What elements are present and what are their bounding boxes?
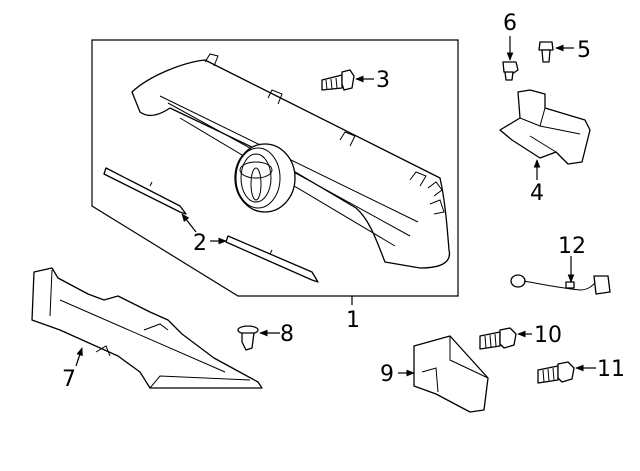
grille-emblem [234,143,296,213]
grille-molding-upper [103,167,187,215]
callout-4: 4 [530,181,544,206]
callout-12: 12 [558,234,586,259]
callout-5: 5 [577,38,591,63]
callout-8: 8 [280,322,294,347]
push-clip-8 [237,325,259,351]
wire-harness-12 [510,274,611,295]
grille-protector [31,267,263,389]
bracket-4 [499,89,591,165]
bolt-11 [537,361,575,384]
callout-6: 6 [503,11,517,36]
bolt-10 [479,327,517,350]
bolt-3 [321,69,355,91]
callout-10: 10 [534,323,562,348]
callout-2: 2 [193,231,207,256]
module-9 [413,335,489,413]
assembly-frame [91,39,459,305]
leader-lines [75,36,596,377]
grille-molding-lower [225,235,319,283]
clip-5 [538,41,554,63]
callout-1: 1 [346,308,360,333]
callout-7: 7 [62,367,76,392]
callout-11: 11 [597,357,625,382]
nut-6 [502,61,519,81]
callout-3: 3 [376,68,390,93]
callout-9: 9 [380,362,394,387]
